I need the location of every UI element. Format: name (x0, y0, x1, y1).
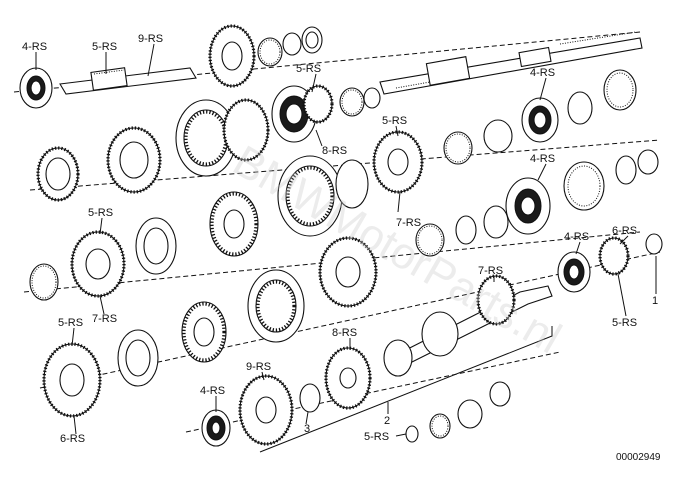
label-5rs-input-shaft: 5-RS (92, 41, 117, 53)
label-7rs-countershaft: 7-RS (478, 265, 503, 277)
label-4rs-main-shaft: 4-RS (530, 67, 555, 79)
label-4rs-row-four: 4-RS (564, 231, 589, 243)
leader-lines (35, 43, 657, 437)
label-5rs-row-three: 5-RS (88, 207, 113, 219)
label-3: 3 (304, 423, 310, 435)
label-7rs-row-three-left: 7-RS (92, 313, 117, 325)
label-4rs-countershaft: 4-RS (200, 385, 225, 397)
label-5rs-countershaft: 5-RS (364, 431, 389, 443)
label-8rs-countershaft: 8-RS (332, 327, 357, 339)
callout-labels: 4-RS 5-RS 9-RS 5-RS 8-RS 5-RS 4-RS 4-RS … (22, 33, 658, 445)
label-4rs-input-bearing: 4-RS (22, 41, 47, 53)
label-4rs-row-three: 4-RS (530, 153, 555, 165)
label-6rs-row-four-left: 6-RS (60, 433, 85, 445)
label-9rs-countershaft: 9-RS (246, 361, 271, 373)
label-9rs-input-gear: 9-RS (138, 33, 163, 45)
label-6rs-row-four: 6-RS (612, 225, 637, 237)
label-5rs-row-four: 5-RS (612, 317, 637, 329)
label-5rs-row-four-left: 5-RS (58, 317, 83, 329)
row-two-parts (36, 69, 637, 202)
label-2: 2 (384, 415, 390, 427)
reference-number: 00002949 (616, 452, 661, 463)
label-5rs-row-two-gear: 5-RS (382, 115, 407, 127)
input-shaft (19, 24, 323, 109)
label-1: 1 (652, 295, 658, 307)
row-three-parts (29, 149, 659, 301)
label-8rs-row-two: 8-RS (322, 145, 347, 157)
row-four-parts (42, 233, 663, 418)
label-7rs-row-three: 7-RS (396, 217, 421, 229)
countershaft (201, 274, 553, 453)
label-5rs-row-two: 5-RS (296, 63, 321, 75)
